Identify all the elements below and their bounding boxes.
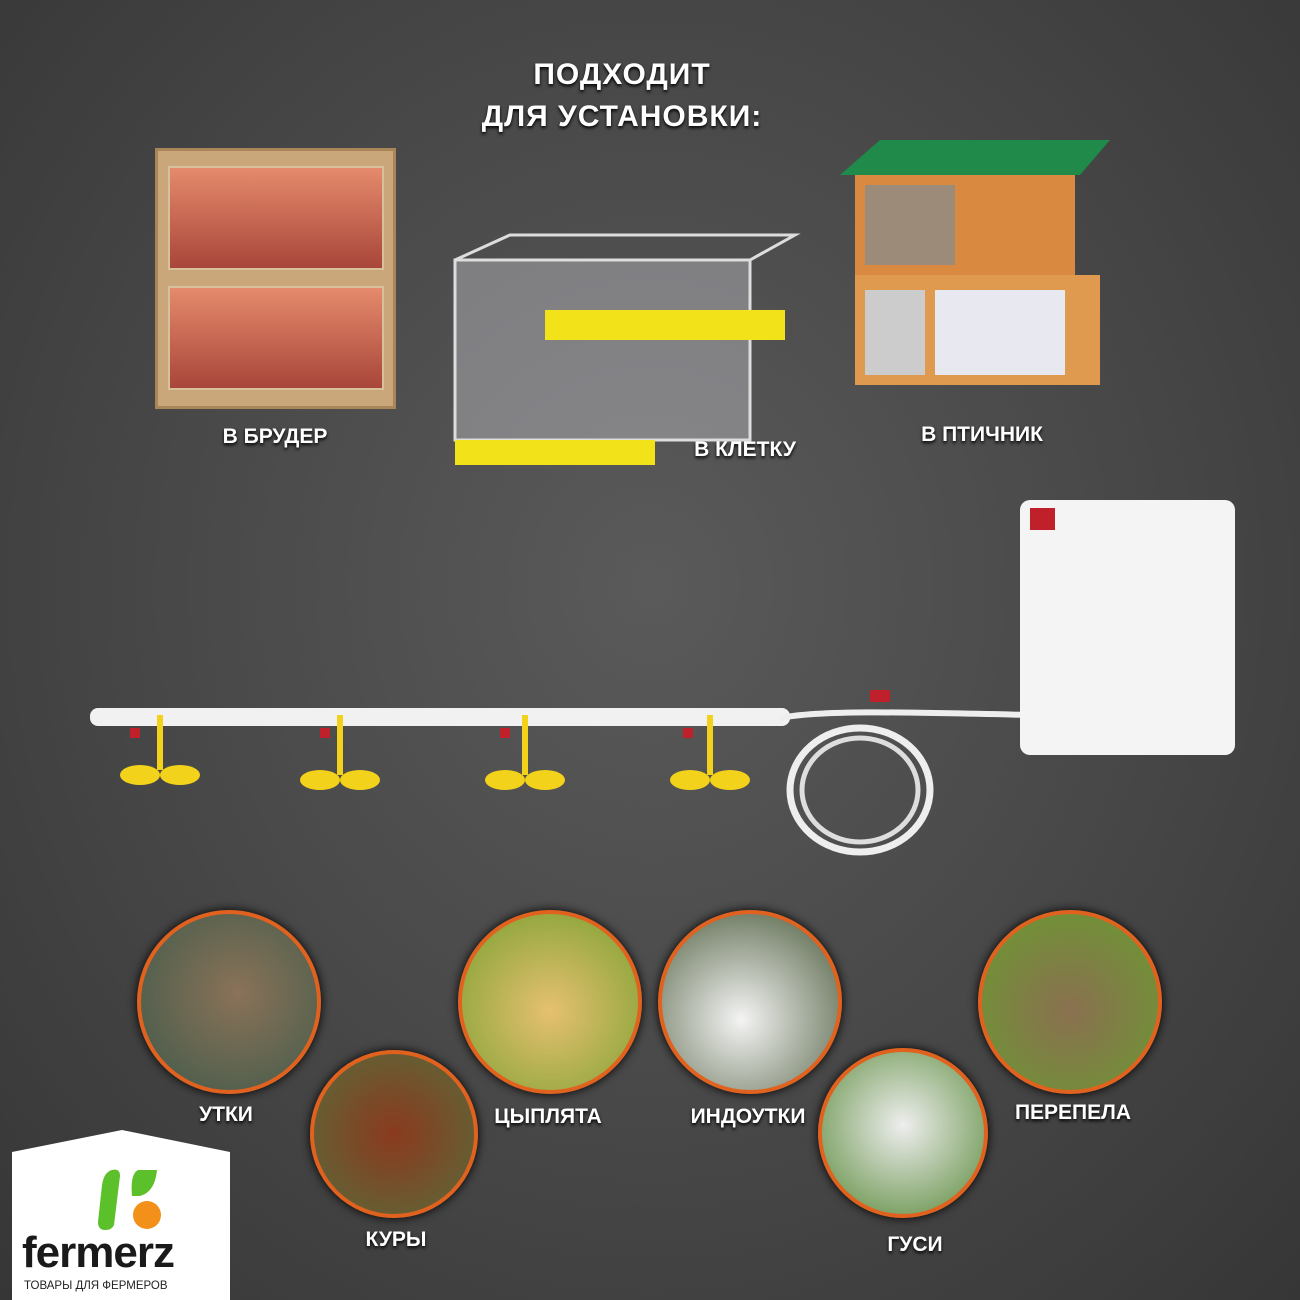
label-geese: ГУСИ	[887, 1233, 943, 1256]
hens-image	[310, 1050, 478, 1218]
logo-badge	[12, 1130, 230, 1300]
ducks-image	[137, 910, 321, 1094]
title-line-1: ПОДХОДИТ	[533, 58, 711, 91]
cage-image	[453, 233, 801, 465]
fermerz-logo: fermerz ТОВАРЫ ДЛЯ ФЕРМЕРОВ	[12, 1130, 230, 1300]
logo-tagline: ТОВАРЫ ДЛЯ ФЕРМЕРОВ	[24, 1280, 168, 1292]
label-muscovy: ИНДОУТКИ	[690, 1105, 806, 1128]
drinking-system-image	[90, 500, 1235, 856]
chicks-image	[458, 910, 642, 1094]
brooder-image	[155, 148, 396, 409]
coop-image	[840, 140, 1110, 385]
logo-name: fermerz	[22, 1228, 175, 1277]
muscovy-ducks-image	[658, 910, 842, 1094]
label-quail: ПЕРЕПЕЛА	[1014, 1101, 1132, 1124]
label-ducks: УТКИ	[199, 1103, 253, 1126]
label-chicks: ЦЫПЛЯТА	[494, 1105, 602, 1128]
title-line-2: ДЛЯ УСТАНОВКИ:	[481, 100, 763, 133]
label-coop: В ПТИЧНИК	[921, 423, 1043, 446]
label-brooder: В БРУДЕР	[222, 425, 328, 448]
label-hens: КУРЫ	[365, 1228, 427, 1251]
label-cage: В КЛЕТКУ	[694, 438, 796, 461]
geese-image	[818, 1048, 988, 1218]
quail-image	[978, 910, 1162, 1094]
